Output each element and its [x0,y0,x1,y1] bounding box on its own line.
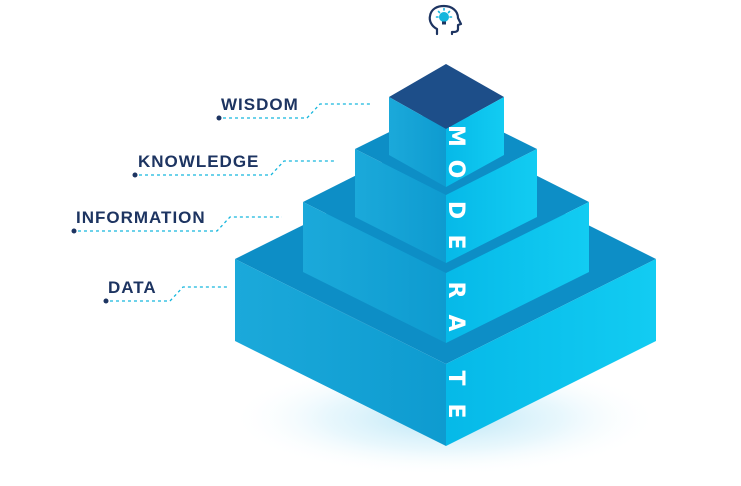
label-wisdom: WISDOM [221,95,299,114]
label-knowledge-group: KNOWLEDGE [132,152,336,178]
vertical-letter: E [443,234,468,249]
vertical-word: M O D E R A T E [443,125,468,418]
label-data-dot [103,298,109,304]
label-wisdom-leader [223,103,372,119]
label-information: INFORMATION [76,208,206,227]
label-knowledge: KNOWLEDGE [138,152,259,171]
tier-wisdom-right-face [446,97,504,187]
tier-information-right-face [446,202,589,343]
head-with-lightbulb-icon [428,4,463,36]
label-wisdom-dot [216,115,222,121]
pyramid-tier-wisdom [389,64,504,187]
vertical-letter: R [443,282,468,299]
tier-wisdom-left-face [389,97,446,187]
vertical-letter: A [443,314,468,331]
vertical-letter: E [443,403,468,418]
label-knowledge-dot [132,172,138,178]
tier-knowledge-left-face [355,149,446,263]
label-data-leader [110,286,228,302]
label-information-dot [71,228,77,234]
label-information-group: INFORMATION [71,208,282,234]
vertical-letter: O [443,160,468,179]
label-knowledge-leader [139,160,336,176]
vertical-letter: M [443,125,468,147]
label-data-group: DATA [103,278,228,304]
tier-information-left-face [303,202,446,343]
label-wisdom-group: WISDOM [216,95,372,121]
tier-data-right-face [446,259,656,446]
label-data: DATA [108,278,157,297]
tier-knowledge-right-face [446,149,537,263]
tier-data-left-face [235,259,446,446]
vertical-letter: D [443,201,468,219]
tier-wisdom-top-cap [389,64,504,129]
vertical-letter: T [443,370,468,385]
